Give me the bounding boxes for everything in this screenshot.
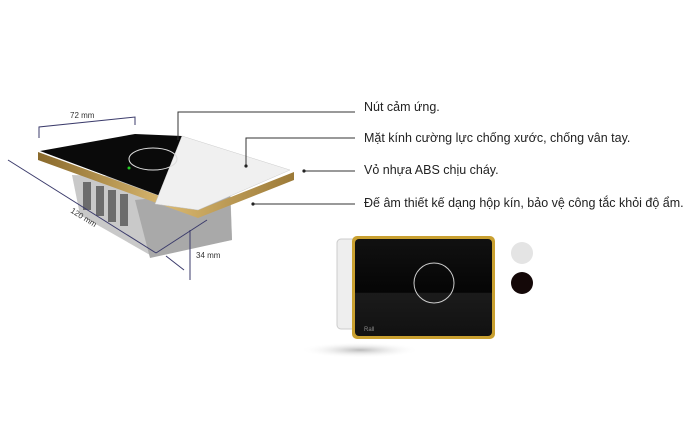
callout-touch-button: Nút cảm ứng. bbox=[364, 100, 440, 114]
glass-black bbox=[40, 134, 198, 210]
glass-white bbox=[154, 135, 291, 211]
callout-lines bbox=[177, 111, 355, 205]
gold-frame bbox=[38, 152, 294, 218]
dimension-lines bbox=[7, 116, 208, 280]
callout-tempered-glass: Mặt kính cường lực chống xước, chống vân… bbox=[364, 131, 631, 145]
brand-logo: Rall bbox=[364, 327, 374, 333]
callout-abs-shell: Vỏ nhựa ABS chịu cháy. bbox=[364, 163, 499, 177]
dim-depth: 34 mm bbox=[196, 251, 221, 260]
callout-sealed-box: Đế âm thiết kế dạng hộp kín, bảo vệ công… bbox=[364, 196, 684, 210]
color-option-white[interactable] bbox=[511, 242, 533, 264]
front-switch-glass bbox=[355, 239, 492, 336]
dim-width: 72 mm bbox=[70, 111, 95, 120]
front-touch-button-icon[interactable] bbox=[413, 262, 455, 304]
color-option-black[interactable] bbox=[511, 272, 533, 294]
touch-button-icon bbox=[128, 147, 178, 171]
